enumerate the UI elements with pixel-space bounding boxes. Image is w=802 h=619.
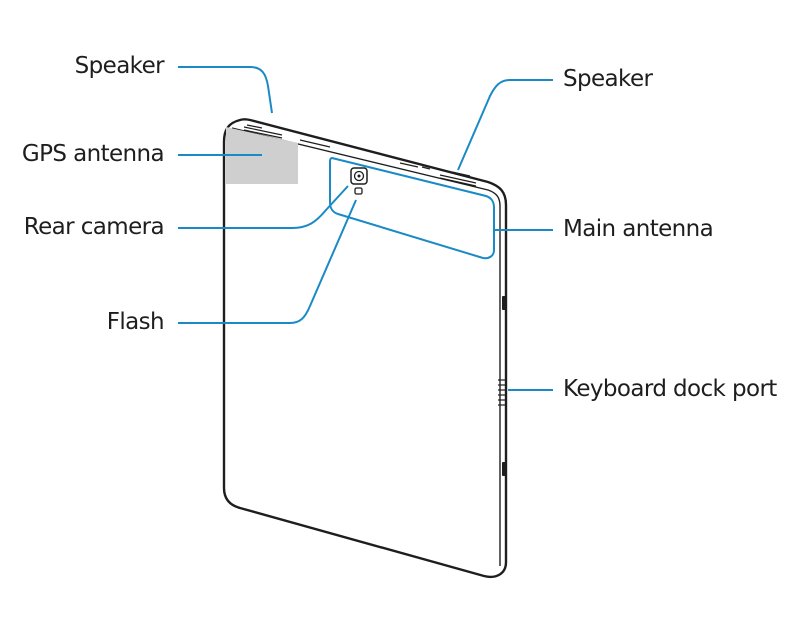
speaker-left-leader [178, 66, 273, 114]
speaker-right-leader [457, 79, 553, 171]
keyboard-dock-port-label: Keyboard dock port [563, 376, 777, 402]
speaker-grill-right [439, 171, 477, 187]
side-buttons [502, 296, 506, 476]
speaker-grill-left [243, 124, 283, 139]
flash-element [354, 187, 363, 195]
keyboard-dock-port-pins [498, 379, 506, 406]
flash-label: Flash [106, 309, 165, 335]
rear-camera-label: Rear camera [23, 214, 165, 240]
rear-camera-lens [350, 167, 368, 185]
speaker-right-label: Speaker [563, 66, 653, 92]
main-antenna-region [329, 156, 495, 260]
tablet-top-edge [231, 127, 501, 207]
top-edge-marks [299, 139, 431, 170]
flash-leader [178, 199, 357, 324]
tablet-body-outline [222, 118, 508, 578]
gps-antenna-label: GPS antenna [21, 141, 165, 167]
speaker-left-label: Speaker [74, 53, 165, 79]
main-antenna-label: Main antenna [563, 216, 714, 242]
rear-camera-leader [178, 185, 349, 229]
